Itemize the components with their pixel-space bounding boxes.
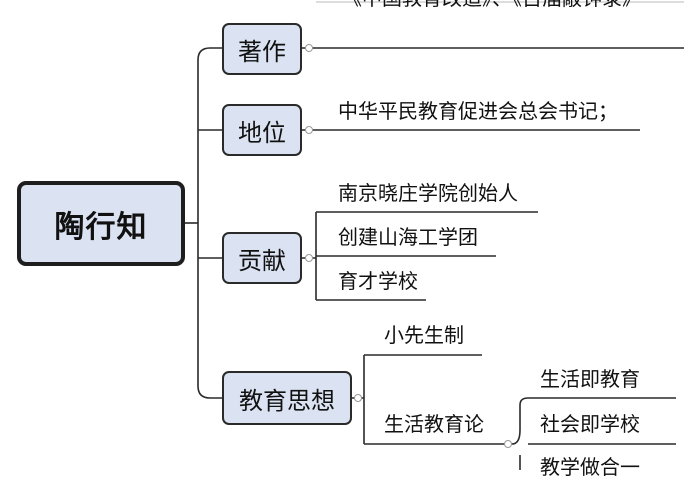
collapse-toggle-jiaoyusixiang[interactable] [354,394,362,402]
leaf-diwei[interactable]: 中华平民教育促进会总会书记； [338,99,618,123]
connector-spine [197,47,222,399]
collapse-toggle-shenghuo[interactable] [504,440,512,448]
leaf-shenghuojiaoyulun[interactable]: 生活教育论 [384,412,484,436]
leaf-sub-2[interactable]: 社会即学校 [540,412,640,436]
connector-shenghuo-sub [500,397,529,470]
collapse-toggle-diwei[interactable] [305,126,313,134]
leaf-gongxian-3[interactable]: 育才学校 [338,269,418,293]
leaf-zuozuo-books[interactable]: 《中国教育改造》、《古庙敲钟录》 [342,0,642,10]
branch-node-gongxian[interactable]: 贡献 [222,232,302,284]
root-node[interactable]: 陶行知 [17,181,185,266]
leaf-xiaoxianshengzhi[interactable]: 小先生制 [384,323,464,347]
leaf-sub-3[interactable]: 教学做合一 [540,455,640,479]
leaf-gongxian-1[interactable]: 南京晓庄学院创始人 [338,181,518,205]
leaf-sub-1[interactable]: 生活即教育 [540,367,640,391]
branch-node-zuozuo[interactable]: 著作 [222,23,302,75]
collapse-toggle-gongxian[interactable] [305,254,313,262]
branch-node-jiaoyusixiang[interactable]: 教育思想 [222,371,352,425]
leaf-gongxian-2[interactable]: 创建山海工学团 [338,225,478,249]
branch-node-diwei[interactable]: 地位 [222,104,302,156]
collapse-toggle-zuozuo[interactable] [305,44,313,52]
